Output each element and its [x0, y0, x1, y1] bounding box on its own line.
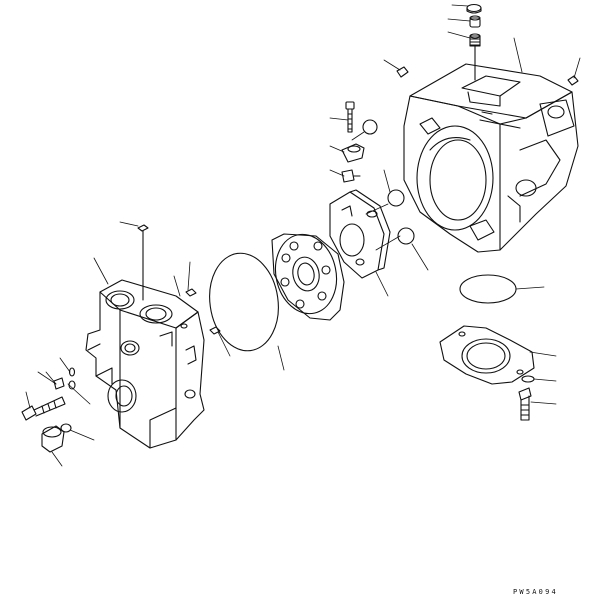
case-plug-right [568, 76, 578, 85]
swash-plate [268, 229, 344, 320]
pump-case [404, 64, 578, 252]
leader-lines [26, 5, 580, 466]
callout-balloon [363, 120, 377, 134]
cap-washer [467, 5, 481, 12]
front-housing-small-parts [22, 225, 220, 452]
callout-balloon [388, 190, 404, 206]
small-valve-parts [342, 102, 364, 182]
case-plug-left [397, 67, 408, 77]
callout-balloons [363, 120, 414, 244]
front-housing [86, 280, 204, 448]
gasket-bolt [519, 388, 531, 420]
long-bolt [22, 406, 36, 420]
valve-plate [330, 190, 390, 278]
callout-balloon [398, 228, 414, 244]
flange-gasket [440, 326, 534, 384]
plug-small [470, 18, 480, 27]
case-top-parts [397, 5, 578, 86]
large-plug [42, 426, 64, 452]
gasket-washer [522, 376, 534, 382]
large-o-ring [204, 249, 285, 356]
case-o-ring [460, 275, 516, 303]
plug-threaded [470, 36, 480, 46]
drawing-code: PW5A094 [513, 588, 558, 596]
